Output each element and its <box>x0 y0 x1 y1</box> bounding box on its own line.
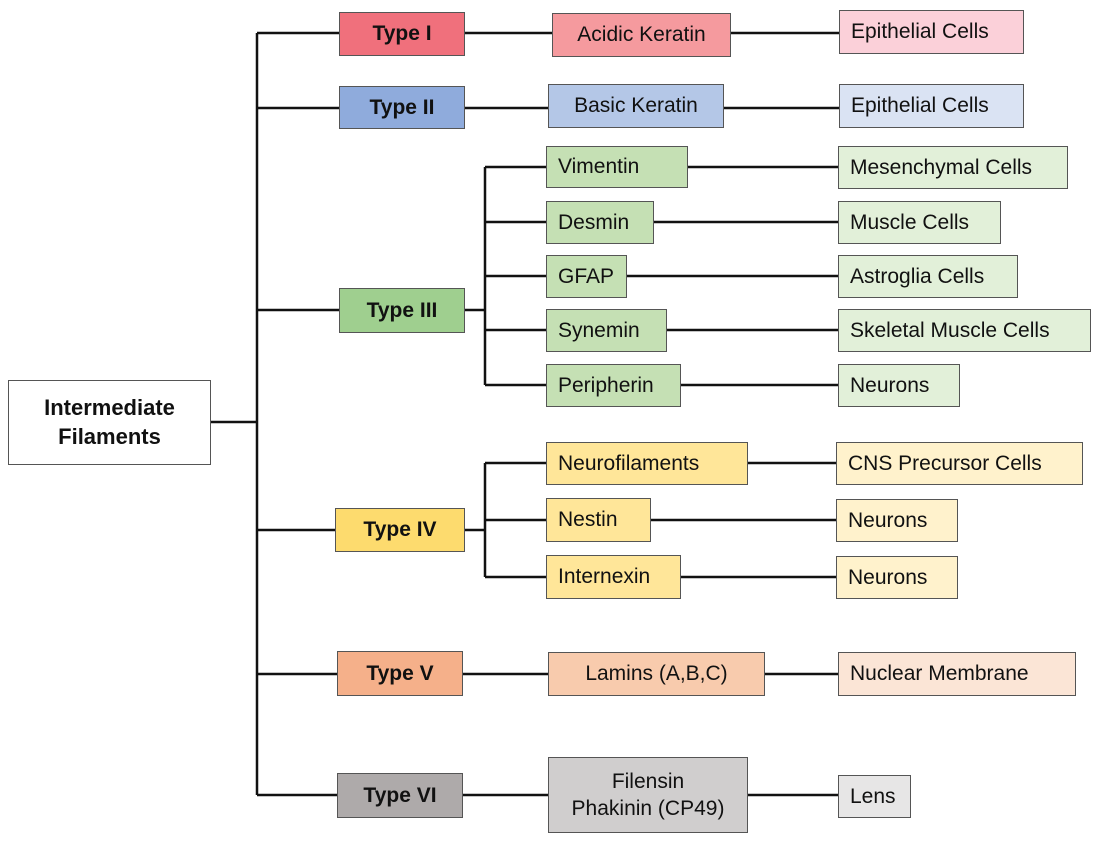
type-node-1: Type I <box>339 12 465 56</box>
location-node-epithelial-cells-1: Epithelial Cells <box>839 10 1024 54</box>
protein-node-neurofilaments: Neurofilaments <box>546 442 748 485</box>
protein-node-acidic-keratin: Acidic Keratin <box>552 13 731 57</box>
root-node-intermediate-filaments: Intermediate Filaments <box>8 380 211 465</box>
type-node-2: Type II <box>339 86 465 129</box>
location-node-epithelial-cells-2: Epithelial Cells <box>839 84 1024 128</box>
protein-node-lamins: Lamins (A,B,C) <box>548 652 765 696</box>
protein-node-vimentin: Vimentin <box>546 146 688 188</box>
protein-node-filensin-phakinin: Filensin Phakinin (CP49) <box>548 757 748 833</box>
root-label-line2: Filaments <box>58 423 161 449</box>
protein-node-internexin: Internexin <box>546 555 681 599</box>
location-node-nuclear-membrane: Nuclear Membrane <box>838 652 1076 696</box>
protein-node-nestin: Nestin <box>546 498 651 542</box>
protein-node-synemin: Synemin <box>546 309 667 352</box>
type-node-4: Type IV <box>335 508 465 552</box>
location-node-neurons-1: Neurons <box>838 364 960 407</box>
protein-node-gfap: GFAP <box>546 255 627 298</box>
location-node-muscle-cells: Muscle Cells <box>838 201 1001 244</box>
type-node-5: Type V <box>337 651 463 696</box>
location-node-mesenchymal-cells: Mesenchymal Cells <box>838 146 1068 189</box>
root-label-line1: Intermediate <box>44 394 175 420</box>
type-node-3: Type III <box>339 288 465 333</box>
location-node-neurons-3: Neurons <box>836 556 958 599</box>
protein-label-filensin: Filensin <box>611 769 685 793</box>
protein-label-phakinin: Phakinin (CP49) <box>571 797 725 820</box>
location-node-astroglia-cells: Astroglia Cells <box>838 255 1018 298</box>
protein-node-peripherin: Peripherin <box>546 364 681 407</box>
location-node-neurons-2: Neurons <box>836 499 958 542</box>
location-node-lens: Lens <box>838 775 911 818</box>
protein-node-basic-keratin: Basic Keratin <box>548 84 724 128</box>
protein-node-desmin: Desmin <box>546 201 654 244</box>
location-node-cns-precursor-cells: CNS Precursor Cells <box>836 442 1083 485</box>
location-node-skeletal-muscle-cells: Skeletal Muscle Cells <box>838 309 1091 352</box>
type-node-6: Type VI <box>337 773 463 818</box>
